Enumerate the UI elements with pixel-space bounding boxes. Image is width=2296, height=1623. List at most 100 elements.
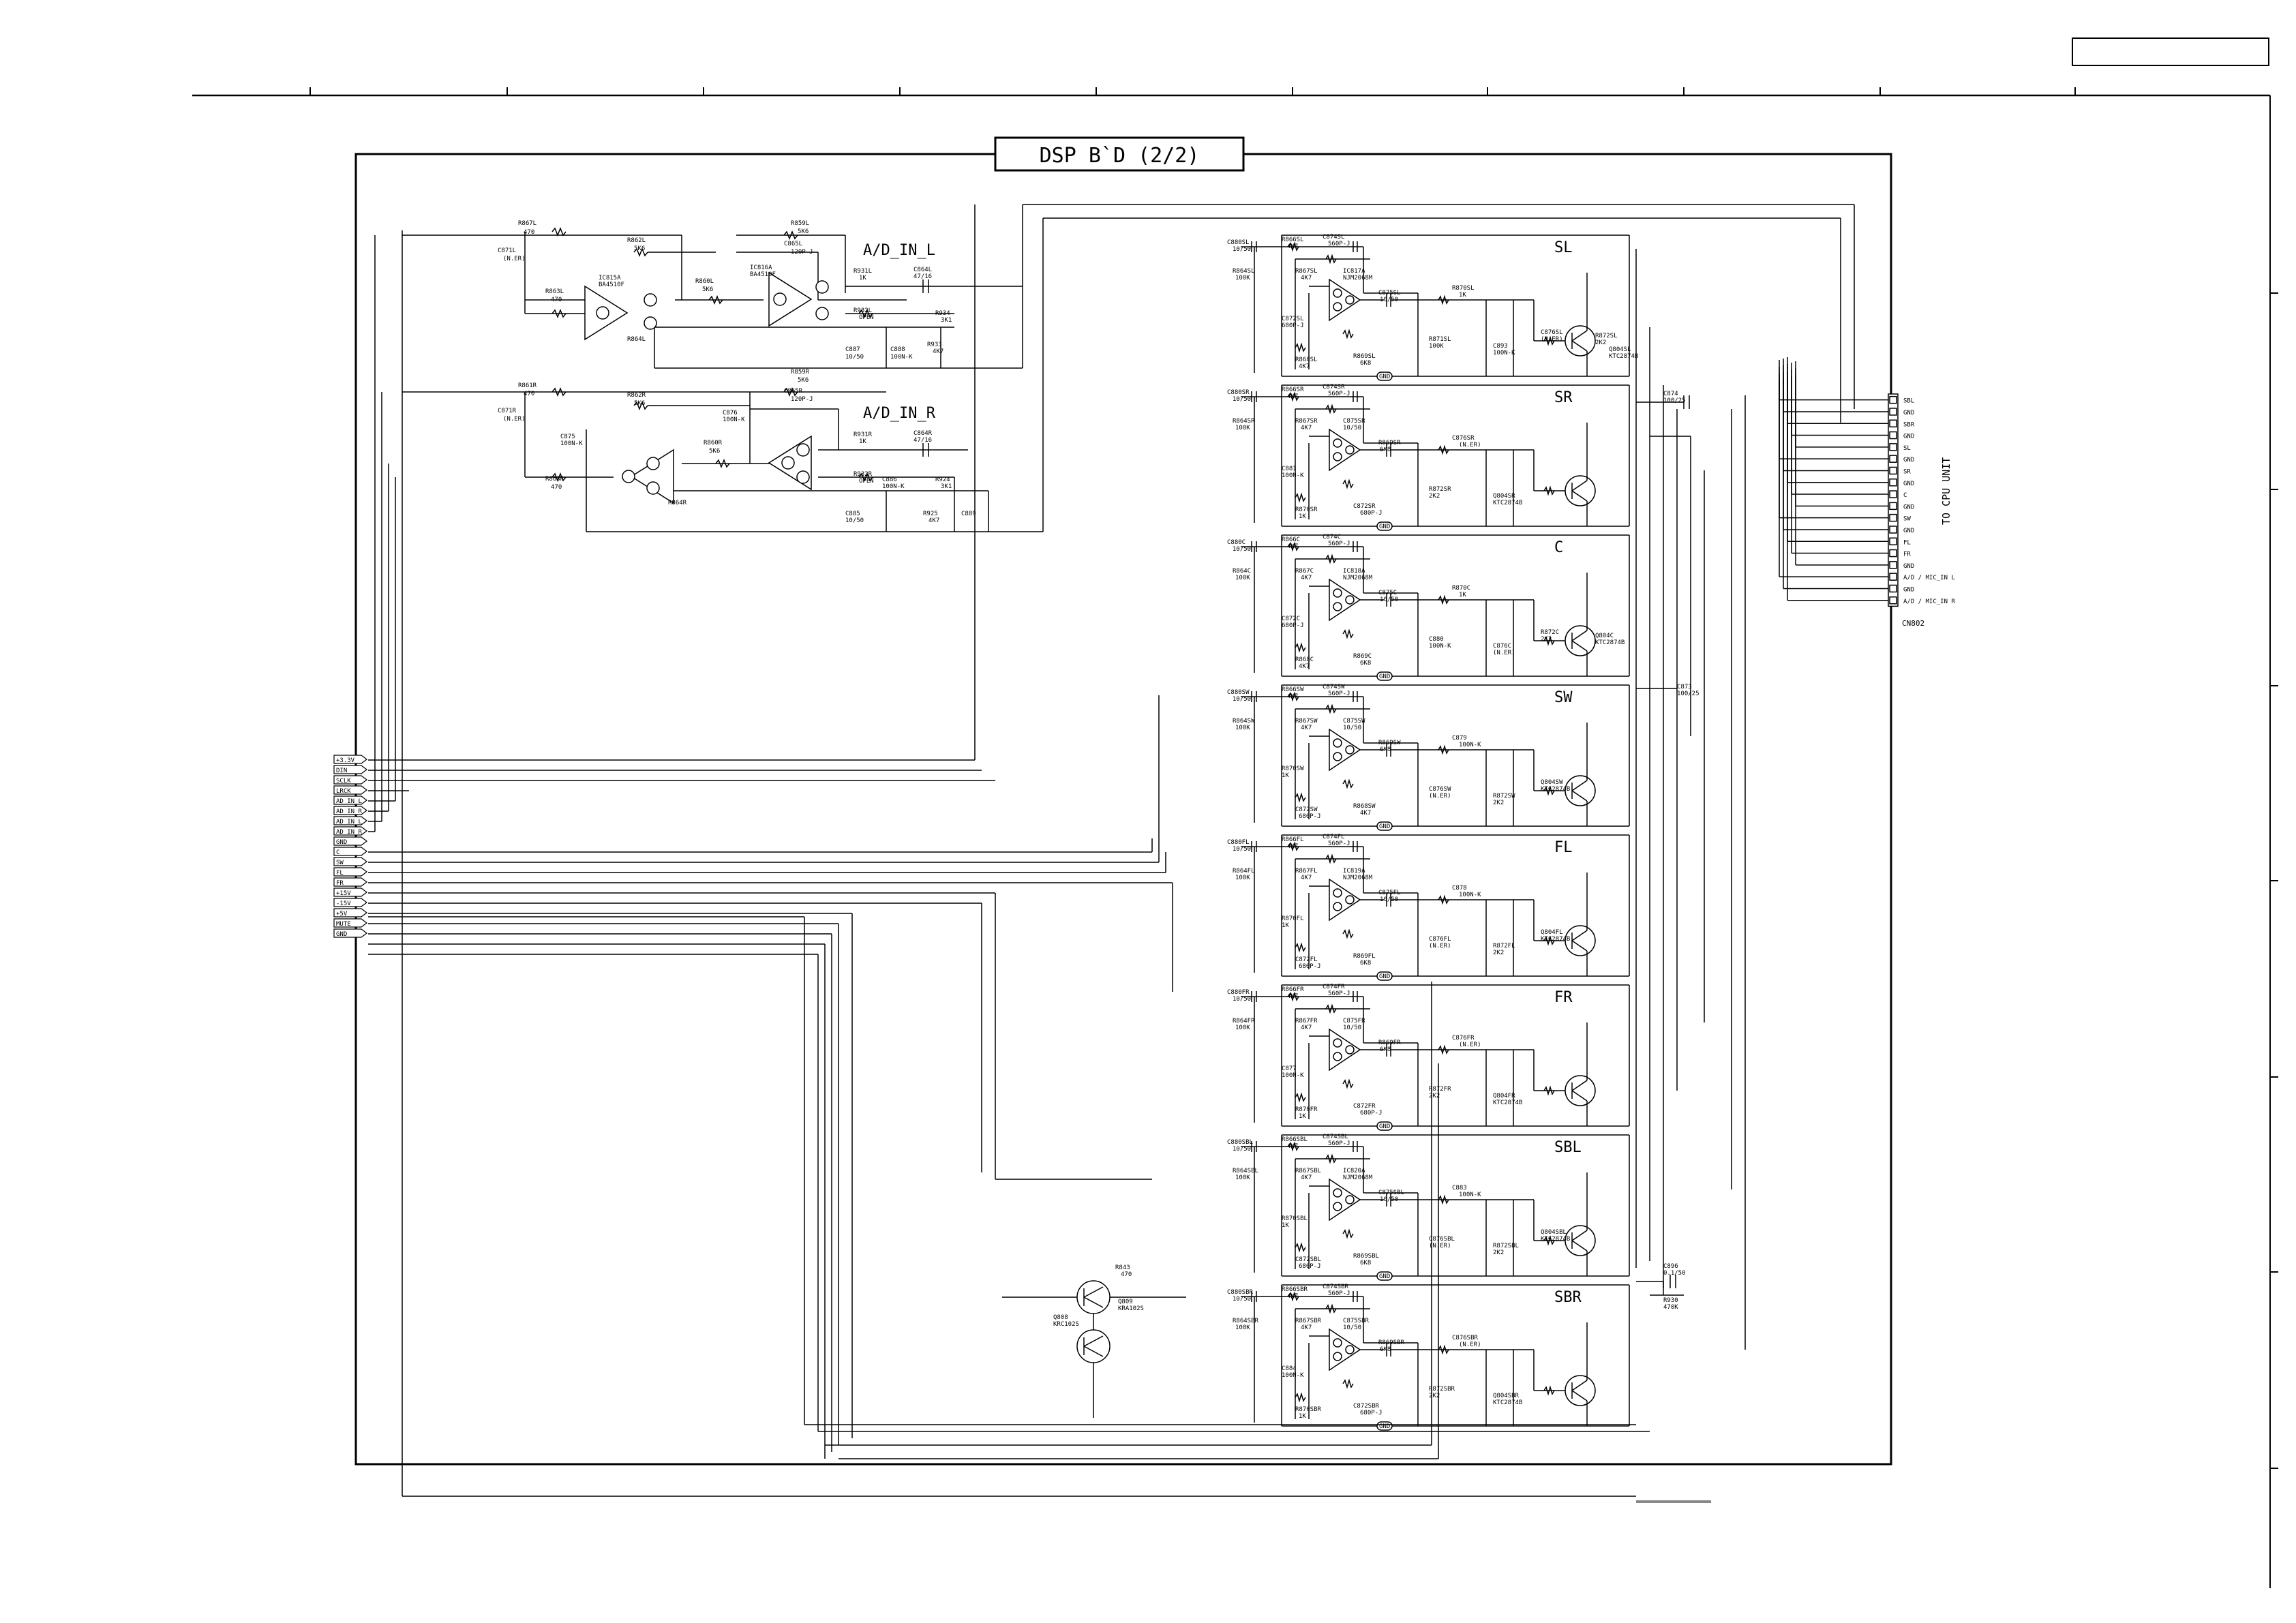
left-port-label: SW [336,860,344,866]
channel-part-labels: C880C10/50R864C100KR866C4K7C874C560P-JR8… [1227,534,1625,670]
adc-part-label: 47/16 [913,437,932,444]
part-label: 4K7 [1287,1143,1298,1150]
part-label: KTC2874B [1609,353,1638,360]
part-label: KTC2874B [1541,936,1570,943]
connector-pin-label: SR [1903,468,1911,475]
adc-part-label: R932R [854,471,873,478]
part-label: C881 [1282,466,1297,472]
part-label: C878 [1452,885,1467,892]
adc-part-label: C876 [723,410,738,416]
part-label: 4K7 [1299,663,1310,670]
channel-sbr: GNDSBRC880SBR10/50R864SBR100KR866SBR4K7C… [1227,1284,1630,1431]
left-port: MUTE [333,918,367,928]
adc-part-label: (N.ER) [503,416,526,423]
adc-part-label: 470 [551,484,562,491]
part-label: 680P-J [1299,963,1321,970]
adc-part-label: 120P-J [791,249,813,256]
adc-part-label: BA4510F [599,282,624,288]
adc-part-label: R924 [935,476,950,483]
adc-part-label: 3K1 [941,317,952,324]
part-label: R867SW [1295,718,1318,725]
adc-part-label: 100N-K [723,416,745,423]
adc-part-label: R932L [854,307,872,314]
adc-part-label: C886 [882,476,897,483]
part-label: (N.ER) [1459,1341,1481,1348]
misc-part-label: C874 [1663,391,1678,397]
part-label: 1K [1299,1413,1306,1420]
channel-c: GNDCC880C10/50R864C100KR866C4K7C874C560P… [1227,534,1630,681]
part-label: C880FR [1227,989,1250,996]
connector-pin-label: GND [1903,528,1914,534]
part-label: C875C [1378,590,1397,596]
part-label: R867FL [1295,868,1318,875]
part-label: R869SW [1378,740,1401,746]
part-label: C874FL [1323,834,1345,840]
part-label: R867SBL [1295,1168,1321,1174]
part-label: C875SL [1378,290,1401,297]
part-label: R872SBL [1493,1243,1519,1249]
adc-part-label: C889 [961,511,976,517]
part-label: (N.ER) [1493,650,1515,656]
adc-part-label: R864R [668,500,687,506]
gnd-label: GND [1379,1273,1390,1280]
left-port: AD_IN_L [333,816,367,825]
part-label: KTC2874B [1595,639,1625,646]
gnd-label: GND [1379,524,1390,530]
adc-part-label: R931R [854,431,873,438]
part-label: 2K2 [1429,493,1440,500]
left-port-label: AD_IN_R [336,808,363,815]
part-label: R870SBL [1282,1215,1308,1222]
misc-part-label: Q808 [1053,1314,1068,1321]
adc-part-label: R867L [518,220,537,227]
output-bus [1635,249,1746,1350]
channel-part-labels: C880SBL10/50R864SBL100KR866SBL4K7C874SBL… [1227,1134,1570,1270]
gnd-label: GND [1379,374,1390,380]
part-label: C880SBL [1227,1139,1253,1146]
part-label: 560P-J [1328,691,1350,697]
part-label: Q804C [1595,633,1614,639]
part-label: C874SW [1323,684,1345,691]
part-label: R869SL [1353,353,1376,360]
part-label: C876FL [1429,936,1451,943]
part-label: R864SBL [1233,1168,1258,1174]
part-label: R870SR [1295,506,1318,513]
adc-part-label: 10/50 [845,517,864,524]
adc-part-label: 5K6 [709,448,720,455]
left-port-label: AD_IN_L [336,819,362,825]
part-label: C872SBL [1295,1256,1321,1263]
part-label: Q804SW [1541,779,1563,786]
connector-pin-label: A/D / MIC_IN R [1903,598,1955,605]
part-label: R872SL [1595,333,1618,339]
part-label: 10/50 [1343,725,1361,731]
part-label: R866SR [1282,386,1304,393]
part-label: 2K2 [1493,950,1504,956]
part-label: C879 [1452,735,1467,742]
left-port: GND [333,928,367,938]
adc-part-label: 470 [524,391,534,397]
part-label: C876SBR [1452,1335,1479,1341]
part-label: 100K [1235,1174,1250,1181]
part-label: C872SR [1353,503,1376,510]
connector-pin-label: GND [1903,563,1914,570]
part-label: 4K7 [1301,575,1312,581]
part-label: 10/50 [1233,696,1251,703]
part-label: R872SR [1429,486,1451,493]
part-label: R864SW [1233,718,1255,725]
part-label: C875SBR [1343,1318,1370,1324]
connector-pin-label: SBL [1903,398,1914,405]
gnd-label: GND [1379,673,1390,680]
connector-pin-label: FR [1903,551,1911,558]
connector-side-label: TO CPU UNIT [1940,457,1952,525]
part-label: 10/50 [1233,1146,1251,1153]
part-label: 4K7 [1360,810,1371,817]
part-label: Q804SBL [1541,1229,1567,1236]
part-label: 100K [1235,875,1250,881]
part-label: C883 [1452,1185,1467,1192]
left-port: GND [333,836,367,846]
part-label: R867C [1295,568,1314,575]
left-port-label: GND [336,931,347,938]
part-label: 6K8 [1380,1046,1391,1053]
channel-fl: GNDFLC880FL10/50R864FL100KR866FL4K7C874F… [1227,834,1630,981]
part-label: 4K7 [1287,693,1298,700]
part-label: Q804FL [1541,929,1563,936]
